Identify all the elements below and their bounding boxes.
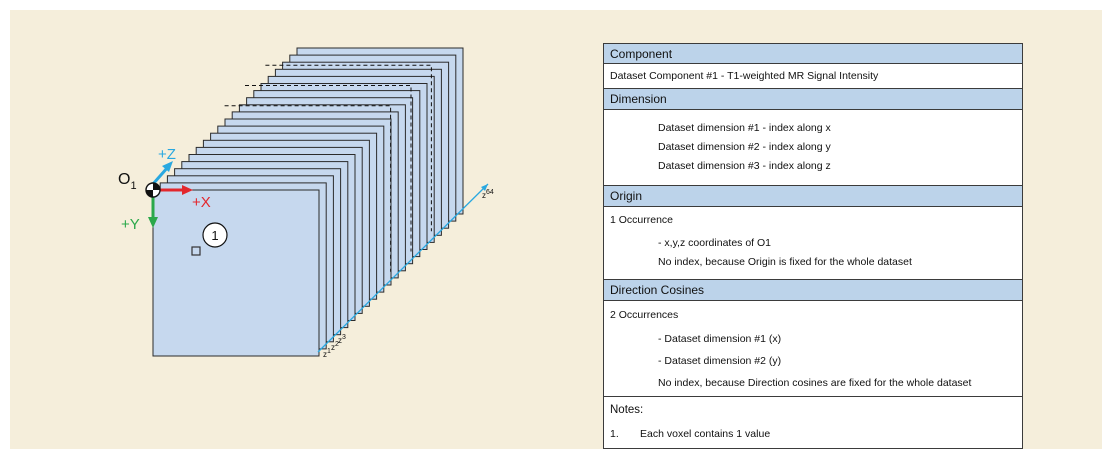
x-axis-label: +X <box>192 194 211 211</box>
z-axis-label: +Z <box>158 146 176 163</box>
origin-header: Origin <box>604 186 1022 207</box>
hidden-slice-frame <box>224 105 392 272</box>
y-axis-label: +Y <box>121 216 140 233</box>
y-axis-arrowhead <box>148 217 158 228</box>
figure-panel: O1 +Z +X +Y 1 z1 z2 z3 z64 Component Dat… <box>10 10 1102 449</box>
dimension-line-3: Dataset dimension #3 - index along z <box>658 160 831 172</box>
slice-label-z1: z1 <box>323 348 331 359</box>
origin-label: O1 <box>118 171 137 192</box>
slice-stack <box>152 47 464 357</box>
slice-plane <box>152 189 320 357</box>
origin-occurrences: 1 Occurrence <box>610 214 674 226</box>
direction-line-1: - Dataset dimension #1 (x) <box>658 333 782 345</box>
origin-line-1: - x,y,z coordinates of O1 <box>658 237 772 249</box>
dashed-slice-frames <box>224 64 432 272</box>
notes-label: Notes: <box>610 404 644 416</box>
origin-line-2: No index, because Origin is fixed for th… <box>658 256 912 268</box>
voxel-marker <box>191 246 201 256</box>
voxel-callout-circle <box>202 222 228 248</box>
z-axis-line <box>151 166 170 185</box>
hidden-slice-frame <box>265 64 432 232</box>
direction-line-2: - Dataset dimension #2 (y) <box>658 355 782 367</box>
component-header: Component <box>604 44 1022 64</box>
voxel-callout-number: 1 <box>211 228 218 243</box>
dimension-line-1: Dataset dimension #1 - index along x <box>658 122 831 134</box>
hidden-slice-frame <box>245 85 412 252</box>
x-axis-arrowhead <box>182 185 193 195</box>
notes-section: Notes: 1. Each voxel contains 1 value <box>604 397 1022 448</box>
z-guide-arrowhead <box>481 184 488 191</box>
slice-label-z3: z3 <box>338 334 346 345</box>
slice-label-z64: z64 <box>482 189 494 200</box>
note-number: 1. <box>610 428 619 440</box>
dimension-line-2: Dataset dimension #2 - index along y <box>658 141 831 153</box>
origin-marker-icon <box>145 182 161 198</box>
z-axis-arrowhead <box>162 161 173 172</box>
volume-diagram: O1 +Z +X +Y 1 z1 z2 z3 z64 <box>118 47 494 359</box>
slice-label-z2: z2 <box>331 341 339 352</box>
metadata-table: Component Dataset Component #1 - T1-weig… <box>603 43 1023 449</box>
direction-occurrences: 2 Occurrences <box>610 309 679 321</box>
dimension-section: Dataset dimension #1 - index along x Dat… <box>604 110 1022 186</box>
dimension-header: Dimension <box>604 89 1022 110</box>
direction-cosines-header: Direction Cosines <box>604 280 1022 301</box>
z-index-guide-line <box>317 183 489 353</box>
component-section: Dataset Component #1 - T1-weighted MR Si… <box>604 64 1022 89</box>
origin-section: 1 Occurrence - x,y,z coordinates of O1 N… <box>604 207 1022 280</box>
component-value: Dataset Component #1 - T1-weighted MR Si… <box>610 70 879 82</box>
direction-line-3: No index, because Direction cosines are … <box>658 377 972 389</box>
note-text: Each voxel contains 1 value <box>640 428 771 440</box>
direction-cosines-section: 2 Occurrences - Dataset dimension #1 (x)… <box>604 301 1022 397</box>
